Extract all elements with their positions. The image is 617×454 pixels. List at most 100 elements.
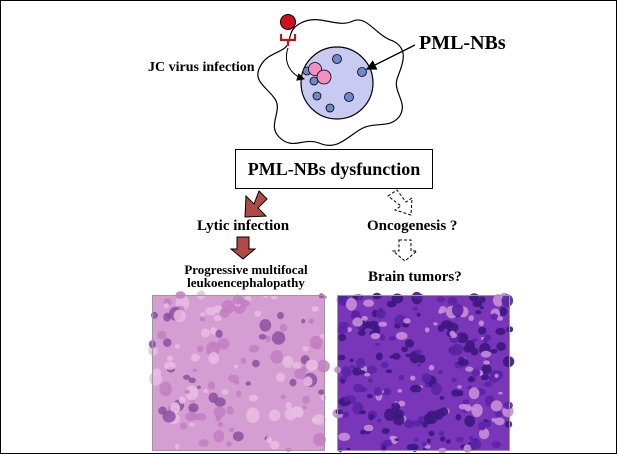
- pml-tissue-cell: [229, 427, 235, 433]
- tumor-tissue-cell: [494, 417, 505, 426]
- pml-nb-dot: [332, 54, 342, 64]
- pml-tissue-cell: [195, 413, 207, 421]
- tumor-tissue-cell: [346, 327, 352, 332]
- pml-tissue-cell: [302, 405, 308, 410]
- entry-arrow: [286, 47, 305, 81]
- pml-tissue-cell: [303, 376, 313, 387]
- tumor-tissue-cell: [467, 376, 475, 383]
- tumor-tissue-cell: [416, 312, 421, 317]
- pml-histology-frame: [152, 295, 325, 451]
- solid-arrow-to-lytic: [244, 190, 268, 218]
- pml-tissue-cell: [232, 431, 244, 442]
- tumor-tissue-cell: [458, 356, 466, 363]
- tumor-tissue-cell: [356, 357, 366, 369]
- tumor-tissue-cell: [341, 411, 349, 416]
- tumor-tissue-cell: [370, 332, 381, 340]
- receptor-icon: [279, 34, 297, 46]
- pml-tissue-cell: [157, 330, 167, 340]
- pml-tissue-cell: [185, 385, 199, 401]
- tumor-tissue-cell: [439, 407, 449, 417]
- viral-foci: [308, 62, 332, 85]
- pml-tissue-cell: [199, 317, 206, 322]
- pml-tissue-cell: [219, 307, 230, 318]
- tumor-tissue-cell: [401, 322, 410, 328]
- tumor-tissue-cell: [451, 377, 457, 382]
- pml-tissue-cell: [269, 440, 280, 450]
- tumor-tissue-cell: [398, 374, 405, 381]
- pml-tissue-cell: [208, 352, 219, 364]
- tumor-tissue-cell: [496, 341, 506, 351]
- pml-tissue-cell: [282, 355, 294, 368]
- tumor-tissue-cell: [374, 342, 380, 346]
- tumor-tissue-cell: [385, 369, 393, 374]
- tumor-tissue-cell: [478, 296, 486, 303]
- tumor-tissue-cell: [478, 320, 484, 327]
- tumor-tissue-cell: [391, 293, 404, 304]
- tumor-tissue-cell: [392, 353, 401, 360]
- tumor-tissue-cell: [456, 332, 469, 344]
- tumor-tissue-cell: [501, 294, 514, 307]
- pml-tissue-cell: [192, 368, 198, 373]
- pml-disease-line2: leukoencephalopathy: [187, 275, 305, 290]
- tumor-tissue-cell: [499, 306, 508, 316]
- dashed-arrow-to-tumors: [391, 239, 419, 262]
- tumor-tissue-cell: [483, 360, 491, 365]
- pml-tissue-cell: [236, 390, 242, 397]
- tumor-tissue-cell: [397, 389, 403, 393]
- tumor-tissue-cell: [431, 382, 442, 396]
- pml-tissue-cell: [308, 318, 315, 325]
- tumor-tissue-cell: [478, 421, 487, 431]
- tumor-tissue-cell: [494, 373, 499, 378]
- pml-tissue-cell: [215, 329, 223, 338]
- tumor-tissue-cell: [404, 419, 414, 429]
- tumor-tissue-cell: [381, 428, 390, 434]
- pml-nbs-label: PML-NBs: [419, 32, 506, 54]
- tumor-tissue-cell: [498, 391, 503, 395]
- tumor-tissue-cell: [381, 445, 387, 452]
- tumor-tissue-cell: [416, 363, 422, 367]
- pml-tissue-cell: [232, 294, 243, 305]
- viral-focus: [316, 69, 332, 85]
- tumor-tissue-cell: [380, 442, 388, 448]
- pml-tissue-cell: [284, 407, 297, 421]
- pml-tissue-cell: [249, 394, 258, 402]
- tumor-tissue-cell: [405, 353, 411, 357]
- tumor-tissue-cell: [468, 387, 480, 400]
- tumor-tissue-cell: [352, 367, 362, 376]
- tumor-tissue-cell: [495, 327, 506, 336]
- tumor-tissue-cell: [483, 419, 489, 423]
- pml-tissue-cell: [200, 312, 206, 317]
- pml-tissue-cell: [226, 441, 232, 447]
- tumor-tissue-cell: [437, 324, 445, 332]
- tumor-tissue-cell: [364, 372, 371, 377]
- tumor-tissue-cell: [376, 418, 382, 423]
- tumor-tissue-cell: [447, 296, 458, 305]
- tumor-tissue-cell: [495, 410, 503, 418]
- tumor-tissue-cell: [375, 352, 383, 361]
- tumor-tissue-cell: [363, 424, 374, 432]
- tumor-tissue-cell: [396, 331, 408, 340]
- pml-tissue-cell: [174, 344, 180, 349]
- tumor-tissue-cell: [449, 346, 459, 356]
- pml-tissue-cell: [215, 415, 222, 422]
- tumor-tissue-cell: [482, 337, 488, 343]
- tumor-tissue-cell: [455, 413, 462, 421]
- tumor-tissue-cell: [417, 415, 426, 423]
- pml-tissue-cell: [318, 389, 325, 395]
- tumor-tissue-cell: [366, 394, 373, 399]
- tumor-tissue-cell: [472, 300, 483, 308]
- pml-tissue-cell: [302, 395, 310, 404]
- pml-tissue-cell: [301, 318, 306, 324]
- pml-tissue-cell: [207, 381, 216, 390]
- tumor-tissue-cell: [357, 329, 366, 336]
- tumor-tissue-cell: [428, 364, 435, 371]
- tumor-tissue-cell: [426, 438, 431, 444]
- tumor-tissue-cell: [349, 364, 356, 369]
- tumor-tissue-cell: [491, 441, 502, 448]
- pml-tissue-cell: [203, 388, 208, 394]
- tumor-tissue-cell: [480, 374, 490, 381]
- tumor-tissue-cell: [346, 447, 351, 451]
- dashed-arrow-to-oncogenesis: [387, 189, 413, 216]
- pml-tissue-cell: [200, 328, 210, 338]
- pml-tissue-cell: [213, 406, 226, 418]
